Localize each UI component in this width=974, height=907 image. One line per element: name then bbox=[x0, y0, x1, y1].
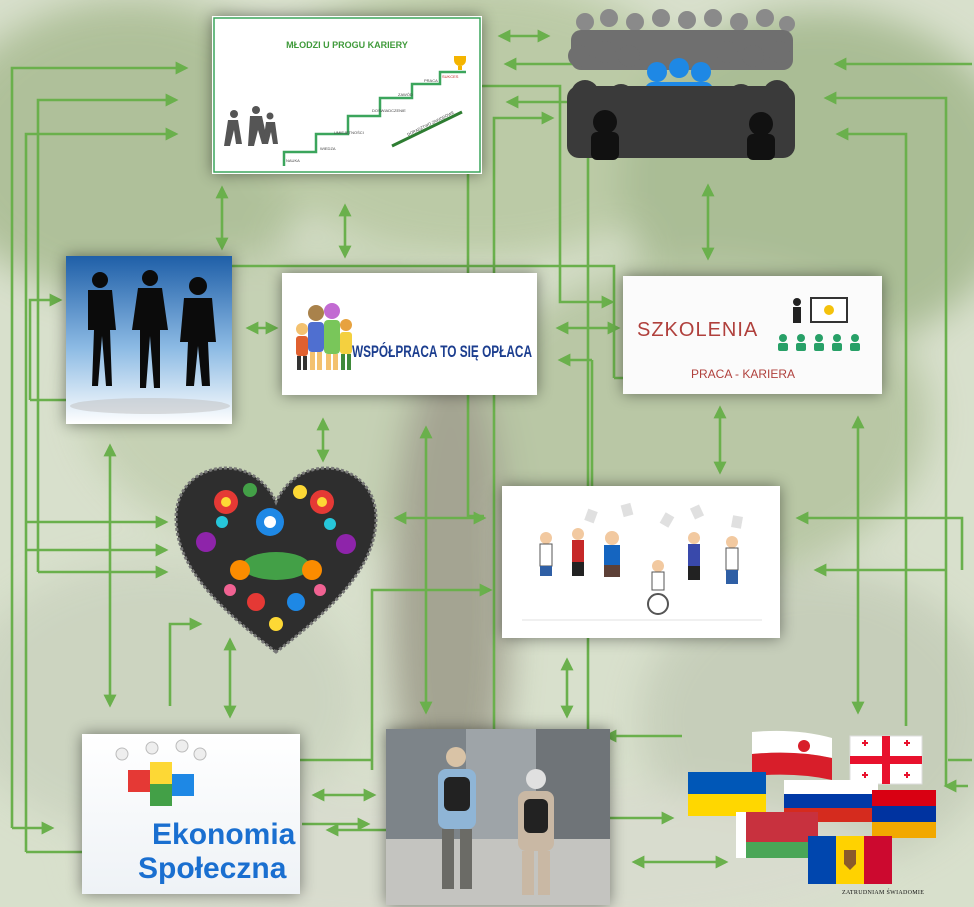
ekonomia-line1: Ekonomia bbox=[152, 818, 296, 851]
mlodzi-title: MŁODZI U PROGU KARIERY bbox=[286, 40, 408, 50]
elderly-couple-photo bbox=[386, 729, 610, 905]
wspolpraca-text: WSPÓŁPRACA TO SIĘ OPŁACA bbox=[352, 342, 532, 361]
celebrating-workers-icon bbox=[522, 502, 762, 621]
step-nauka: NAUKA bbox=[286, 158, 300, 163]
step-umiejetnosci: UMIEJĘTNOŚCI bbox=[334, 130, 364, 135]
step-sukces: SUKCES bbox=[442, 74, 459, 79]
flag-russia bbox=[784, 780, 878, 822]
panel-businesswomen bbox=[66, 256, 232, 424]
puzzle-team-icon bbox=[115, 739, 207, 806]
step-wiedza: WIEDZA bbox=[320, 146, 336, 151]
panel-crowd bbox=[565, 6, 797, 160]
businesswomen-silhouette-icon bbox=[66, 256, 232, 424]
people-sketch-icon bbox=[224, 106, 278, 146]
flags-icon bbox=[686, 728, 942, 888]
panel-jumping-people bbox=[502, 486, 780, 638]
panel-elderly-couple bbox=[386, 729, 610, 905]
trophy-icon bbox=[454, 56, 466, 70]
szkolenia-subtitle: PRACA - KARIERA bbox=[691, 367, 795, 381]
flag-armenia bbox=[872, 790, 936, 838]
panel-wspolpraca: WSPÓŁPRACA TO SIĘ OPŁACA bbox=[282, 273, 537, 395]
panel-ekonomia-spoleczna: Ekonomia Społeczna bbox=[82, 734, 300, 894]
folk-heart-icon bbox=[170, 462, 382, 658]
step-zawod: ZAWÓD bbox=[398, 92, 413, 97]
panel-szkolenia: SZKOLENIA PRACA - KARIERA bbox=[623, 276, 882, 394]
presentation-icon bbox=[778, 297, 860, 351]
flags-caption: ZATRUDNIAM ŚWIADOMIE bbox=[842, 890, 925, 896]
family-icon bbox=[296, 303, 352, 370]
flag-georgia bbox=[849, 735, 923, 785]
flag-moldova bbox=[808, 836, 892, 884]
step-praca: PRACA bbox=[424, 78, 438, 83]
crowd-icon bbox=[567, 9, 795, 160]
ekonomia-line2: Społeczna bbox=[138, 852, 287, 885]
career-stairs-illustration: MŁODZI U PROGU KARIERY NAUKA WIEDZA UMIE… bbox=[213, 17, 481, 173]
flag-poland bbox=[752, 730, 832, 780]
step-doswiadczenie: DOŚWIADCZENIE bbox=[372, 108, 406, 113]
szkolenia-title: SZKOLENIA bbox=[637, 319, 758, 341]
panel-mlodzi-u-progu-kariery: MŁODZI U PROGU KARIERY NAUKA WIEDZA UMIE… bbox=[212, 16, 482, 174]
flag-ukraine bbox=[688, 772, 766, 816]
flag-belarus bbox=[736, 812, 818, 858]
